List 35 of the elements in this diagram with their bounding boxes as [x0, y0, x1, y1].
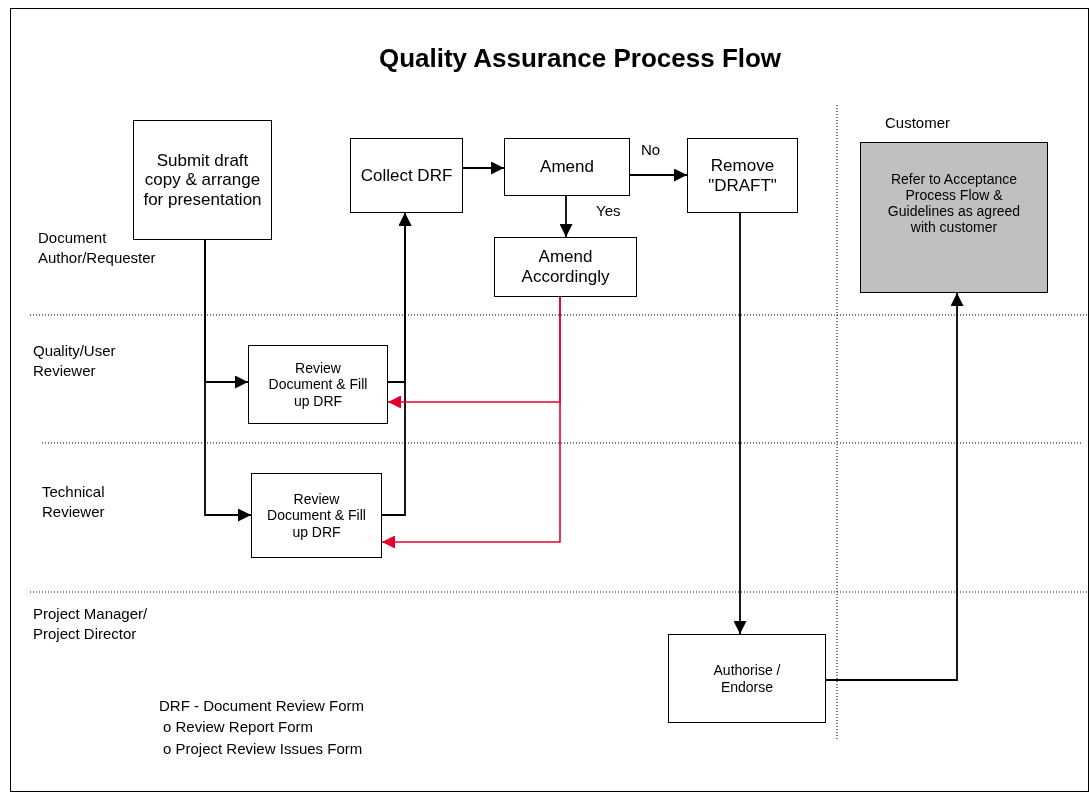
process-box [248, 345, 388, 424]
process-box [350, 138, 463, 213]
diagram-title: Quality Assurance Process Flow [377, 42, 783, 75]
arrow [381, 296, 561, 549]
box-text: Collect DRF [360, 165, 453, 186]
box-text: Refer to Acceptance Process Flow & Guidelines as agreed with customer [886, 171, 1022, 236]
arrow [381, 212, 412, 516]
process-box [504, 138, 630, 196]
process-box [133, 120, 272, 240]
box-text: Submit draft copy & arrange for presentation [142, 150, 263, 210]
box-text: Review Document & Fill up DRF [267, 360, 369, 409]
process-box [687, 138, 798, 213]
process-box [668, 634, 826, 723]
arrow [559, 195, 573, 238]
process-box [494, 237, 637, 297]
note-text: DRF - Document Review Form [159, 696, 365, 716]
box-text: Amend Accordingly [520, 247, 611, 287]
arrow [629, 168, 688, 182]
arrow [462, 161, 505, 175]
box-text: Amend [540, 157, 594, 177]
box-text: Remove "DRAFT" [707, 155, 778, 196]
note-text: o Review Report Form [163, 717, 314, 737]
swimlane-label: Quality/User Reviewer [33, 341, 117, 380]
swimlane-label: Document Author/Requester [38, 228, 157, 267]
note-text: o Project Review Issues Form [163, 739, 363, 759]
arrow [825, 292, 964, 681]
column-label: Customer [885, 113, 951, 133]
process-box [251, 473, 382, 558]
arrow [204, 239, 252, 522]
arrow [733, 212, 747, 635]
swimlane-label: Technical Reviewer [42, 482, 106, 521]
box-text: Authorise / Endorse [712, 662, 782, 695]
box-text: Review Document & Fill up DRF [266, 491, 367, 540]
process-box [860, 142, 1048, 293]
swimlane-label: Project Manager/ Project Director [33, 604, 149, 643]
